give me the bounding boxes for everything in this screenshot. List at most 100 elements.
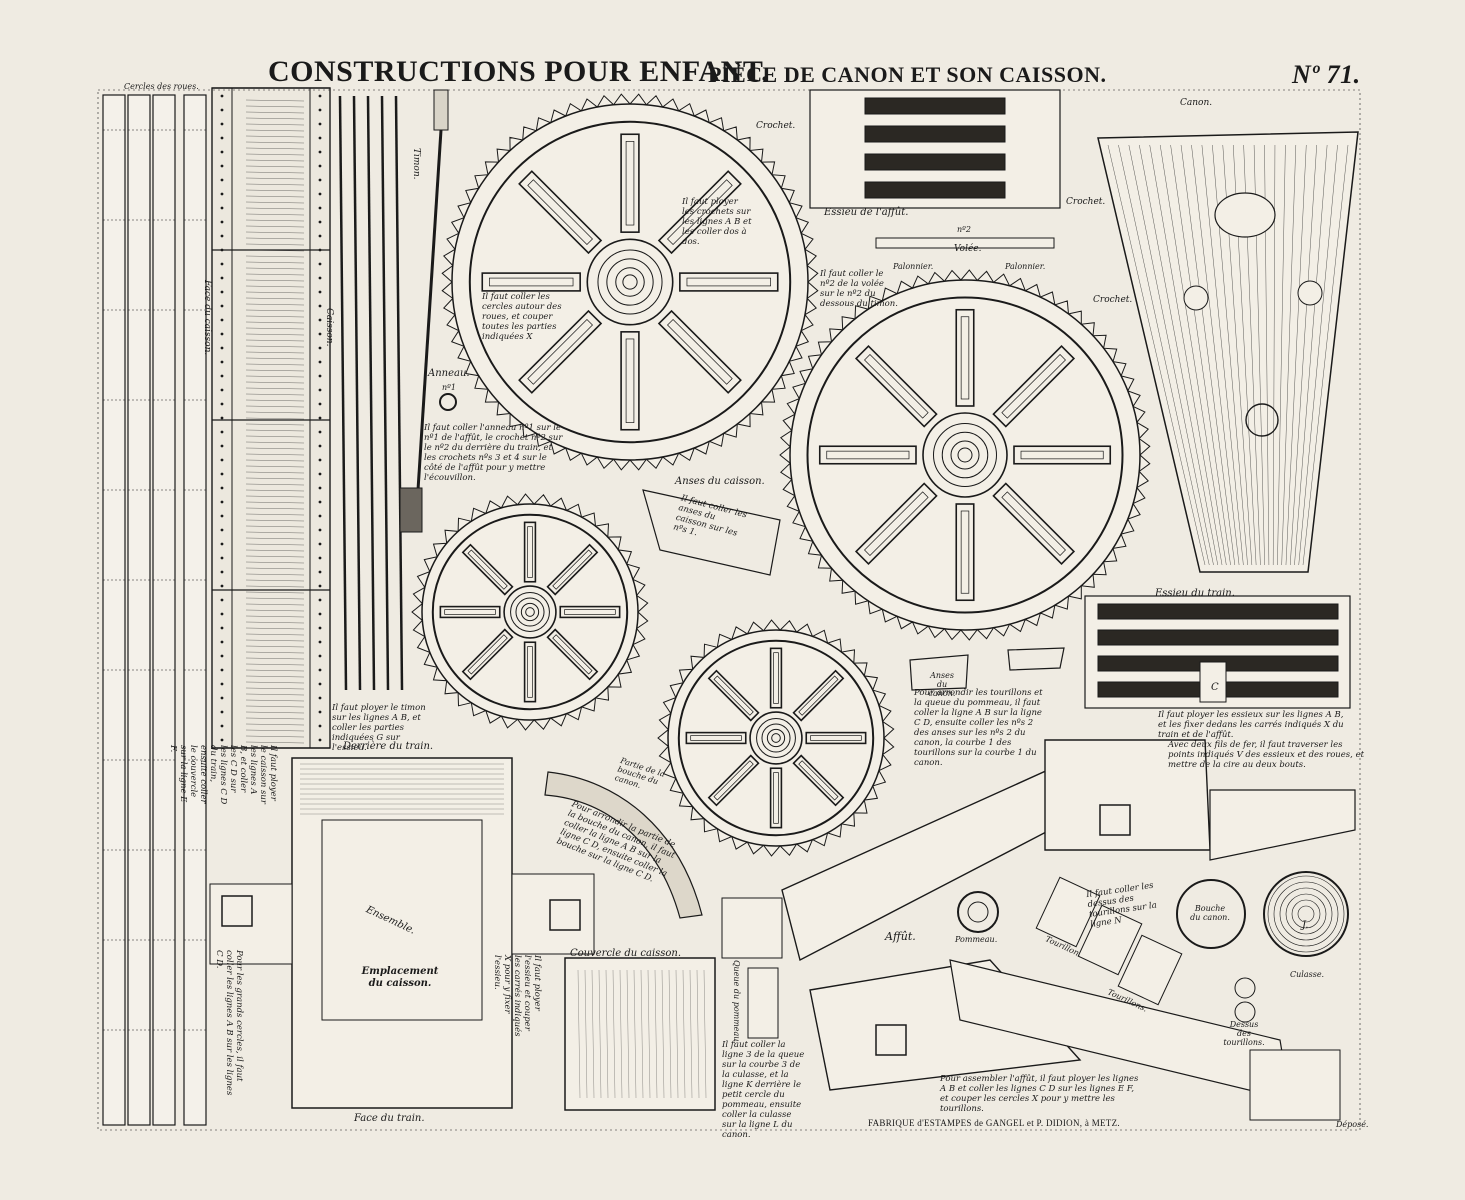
label-essieu-train: Essieu du train. <box>1155 588 1235 599</box>
wheel-hub <box>941 431 989 479</box>
rivet <box>318 654 322 658</box>
spoke-inner <box>527 646 533 698</box>
spoke-inner <box>667 319 733 385</box>
wood-grain <box>245 681 305 684</box>
note-crochets: Il faut ployer les crochets sur les lign… <box>682 197 752 247</box>
canon-flute <box>1302 144 1349 566</box>
tourillon-piece <box>1117 934 1183 1006</box>
couvercle <box>564 957 716 1111</box>
spoke-bar <box>854 482 938 566</box>
rivet <box>220 206 224 210</box>
canon-flute <box>1170 144 1231 566</box>
couvercle-grain <box>591 969 595 1099</box>
rivet <box>220 696 224 700</box>
anses-canon <box>1007 647 1065 671</box>
label-crochet-3: Crochet. <box>1093 295 1133 305</box>
wood-grain <box>245 159 305 162</box>
train-square <box>221 895 253 927</box>
spoke-inner <box>467 549 508 590</box>
canon-crest <box>1214 192 1276 238</box>
rivet <box>220 388 224 392</box>
couvercle-grain <box>661 969 665 1099</box>
rivet <box>220 262 224 266</box>
label-face-train: Face du train. <box>354 1113 425 1124</box>
wheel-spoke <box>769 767 783 829</box>
wood-grain <box>245 729 305 732</box>
wood-grain <box>245 579 305 582</box>
spoke-bar <box>854 344 938 428</box>
rivet <box>318 388 322 392</box>
spoke-inner <box>960 316 970 400</box>
wood-grain <box>245 585 305 588</box>
train-inner <box>321 819 483 1021</box>
wood-grain <box>245 507 305 510</box>
couvercle-grain <box>682 969 686 1099</box>
train-side-right <box>511 873 595 955</box>
spoke-inner <box>489 277 574 287</box>
label-depose: Déposé. <box>1336 1120 1369 1129</box>
spoke-bar <box>805 731 867 745</box>
rivet <box>220 220 224 224</box>
spoke-inner <box>773 772 779 824</box>
rivet <box>220 710 224 714</box>
spoke-bar <box>620 133 640 233</box>
wood-grain <box>245 351 305 354</box>
wood-grain <box>245 675 305 678</box>
note-anneau: Il faut coller l'anneau nº1 sur le nº1 d… <box>424 423 563 483</box>
wheel-hub <box>761 723 791 753</box>
wheel-hub <box>957 447 973 463</box>
wood-grain <box>245 189 305 192</box>
wheel-spoke <box>792 754 845 807</box>
spoke-inner <box>826 450 910 460</box>
rivet <box>318 542 322 546</box>
note-caisson-ployer: Il faut ployer le caisson sur les lignes… <box>168 745 278 805</box>
wood-grain <box>245 261 305 264</box>
canon-flute <box>1201 144 1244 566</box>
rivet <box>220 528 224 532</box>
spoke-inner <box>564 609 616 615</box>
wood-grain <box>245 705 305 708</box>
rivet <box>220 626 224 630</box>
wood-grain <box>245 471 305 474</box>
wheel-spoke <box>955 503 975 602</box>
rivet <box>220 472 224 476</box>
couvercle-grain <box>703 969 707 1099</box>
wheel-hub <box>510 592 550 632</box>
couvercle-grain <box>626 969 630 1099</box>
wheel-small-left <box>411 493 649 731</box>
wood-grain <box>245 207 305 210</box>
wood-grain <box>245 615 305 618</box>
rivet <box>318 206 322 210</box>
sheet-number: Nº 71. <box>1292 60 1361 89</box>
wood-grain <box>245 531 305 534</box>
couvercle-grain <box>640 969 644 1099</box>
spoke-bar <box>481 272 581 292</box>
rivet <box>220 346 224 350</box>
rivet <box>220 584 224 588</box>
note-cercles-grands: Pour les grands cercles, il faut coller … <box>214 950 244 1096</box>
rivet <box>318 612 322 616</box>
label-anses-caisson: Anses du caisson. <box>675 476 765 487</box>
spoke-bar <box>657 170 742 255</box>
wood-grain <box>245 735 305 738</box>
note-volee: Il faut coller le nº2 de la volée sur le… <box>820 269 898 309</box>
wheel-spoke <box>679 272 779 292</box>
canon-flute <box>1289 144 1317 566</box>
wood-grain <box>245 111 305 114</box>
rivet <box>318 472 322 476</box>
wheel-hub <box>771 733 781 743</box>
wood-grain <box>245 243 305 246</box>
wheel-spoke <box>461 628 514 681</box>
spoke-bar <box>707 669 760 722</box>
essieu-train-bar <box>1097 629 1339 646</box>
rivet <box>220 178 224 182</box>
spoke-bar <box>559 605 621 619</box>
label-essieu-affut: Essieu de l'affût. <box>824 207 909 218</box>
wood-grain <box>245 363 305 366</box>
wheel-hub <box>922 412 1008 498</box>
label-pommeau: Pommeau. <box>955 935 998 944</box>
wood-grain <box>245 561 305 564</box>
label-canon: Canon. <box>1180 98 1213 108</box>
timon-stick <box>380 95 390 691</box>
rivet <box>220 724 224 728</box>
